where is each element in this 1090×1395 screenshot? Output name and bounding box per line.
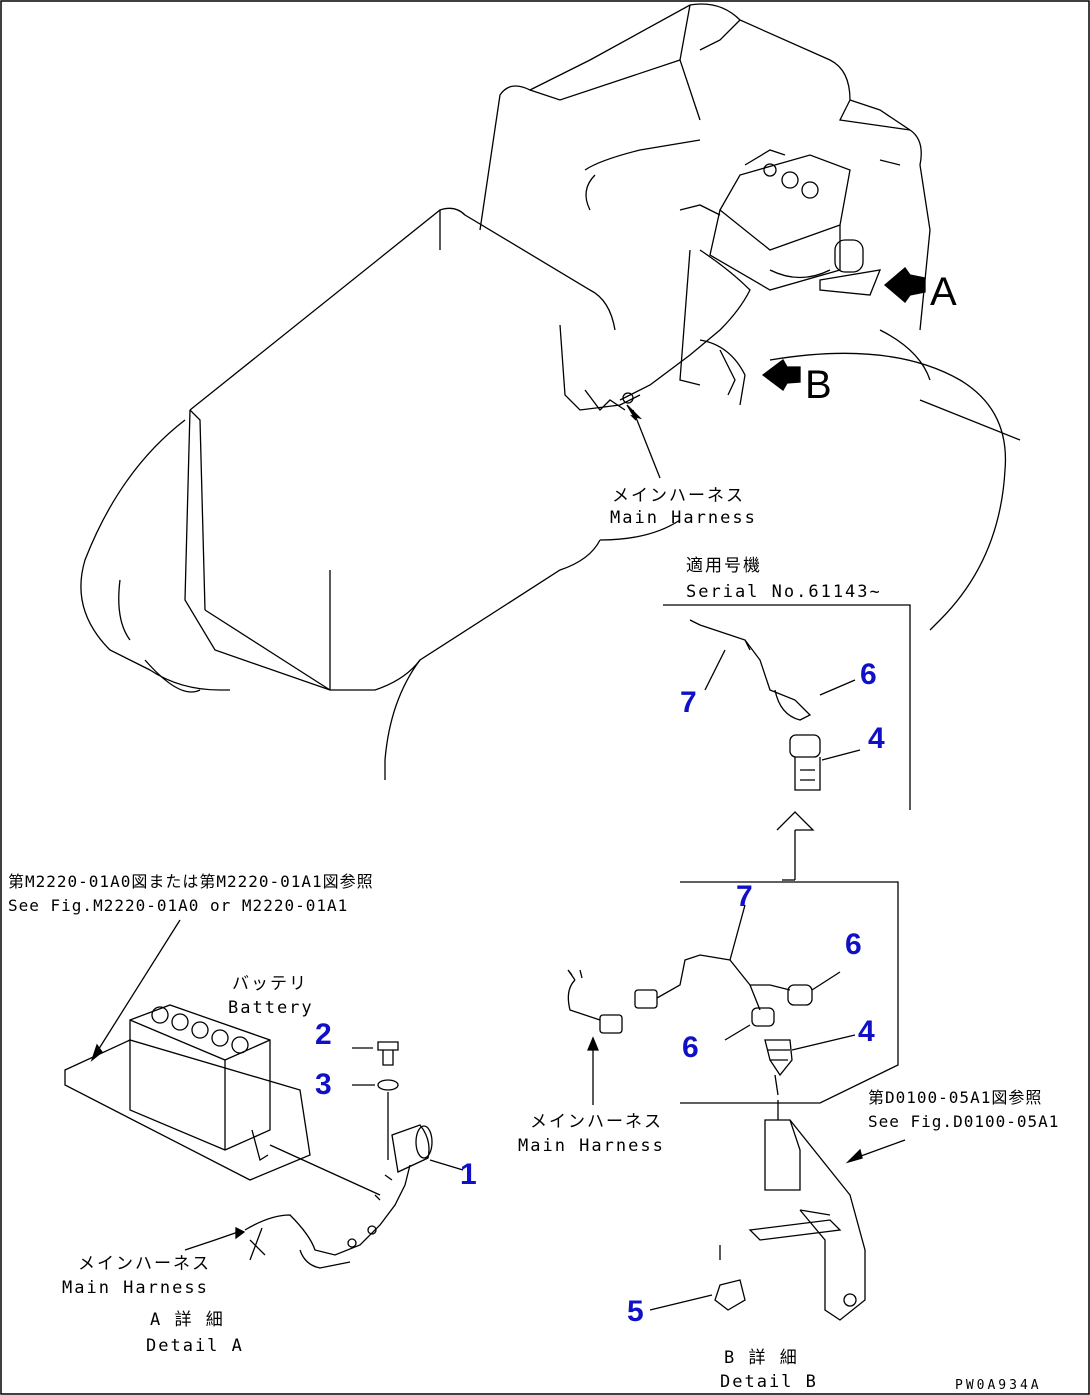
detail-b-jp: B 詳 細: [724, 1348, 799, 1368]
callout-2: 2: [315, 1018, 332, 1051]
detail-b-lines: [567, 881, 906, 1321]
serial-en: Serial No.61143~: [686, 582, 882, 602]
callout-6-serial: 6: [860, 658, 877, 691]
callout-6-detail-b-left: 6: [682, 1031, 699, 1064]
serial-box-lines: [663, 604, 911, 881]
see-fig-a-jp: 第M2220-01A0図または第M2220-01A1図参照: [8, 872, 374, 891]
machine-battery-area: [559, 149, 926, 411]
callout-4-detail-b: 4: [858, 1015, 875, 1048]
detail-a-jp: A 詳 細: [150, 1310, 225, 1330]
view-label-a: A: [930, 270, 957, 314]
view-label-b: B: [805, 363, 832, 407]
detail-a-lines: [64, 919, 464, 1269]
detail-b-en: Detail B: [720, 1372, 818, 1392]
arrowhead: [626, 404, 643, 421]
drawing-code: PW0A934A: [955, 1378, 1042, 1393]
main-harness-a-en: Main Harness: [62, 1278, 209, 1298]
callout-3: 3: [315, 1068, 332, 1101]
machine-outline: [80, 3, 1021, 780]
main-harness-top-jp: メインハーネス: [612, 486, 745, 506]
battery-jp: バッテリ: [232, 974, 308, 994]
see-fig-b-en: See Fig.D0100-05A1: [868, 1112, 1060, 1131]
callout-7-serial: 7: [680, 686, 697, 719]
callout-5: 5: [627, 1295, 644, 1328]
leader-main-harness-top: [632, 409, 661, 479]
main-harness-top-en: Main Harness: [610, 508, 757, 528]
see-fig-b-jp: 第D0100-05A1図参照: [868, 1088, 1043, 1107]
serial-jp: 適用号機: [686, 556, 762, 576]
callout-4-serial: 4: [868, 722, 885, 755]
see-fig-a-en: See Fig.M2220-01A0 or M2220-01A1: [8, 896, 349, 915]
main-harness-b-en: Main Harness: [518, 1136, 665, 1156]
callout-1: 1: [460, 1158, 477, 1191]
callout-6-detail-b-right: 6: [845, 928, 862, 961]
main-harness-a-jp: メインハーネス: [78, 1254, 211, 1274]
main-harness-b-jp: メインハーネス: [530, 1112, 663, 1132]
callout-7-detail-b: 7: [736, 880, 753, 913]
battery-en: Battery: [228, 998, 314, 1018]
detail-a-en: Detail A: [146, 1336, 244, 1356]
